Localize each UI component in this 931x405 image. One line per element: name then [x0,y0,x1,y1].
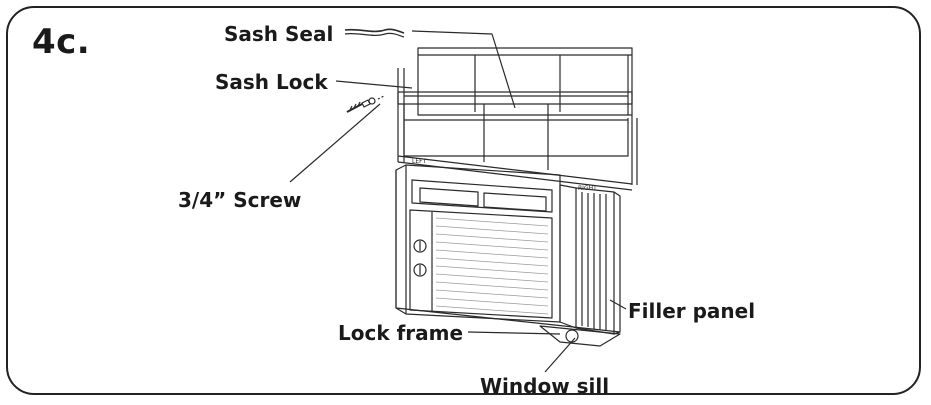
leader-sash-seal [411,30,516,109]
label-screw: 3/4” Screw [178,188,302,212]
screw-icon [346,95,385,113]
leader-window-sill [544,337,576,373]
lower-sash [403,104,629,170]
sash-seal-strip [344,28,405,34]
left-window-frame [397,68,405,162]
sash-seal-strip-edge [344,32,405,38]
top-rail [397,155,633,191]
label-sash-lock: Sash Lock [215,70,328,94]
label-lock-frame: Lock frame [338,321,464,345]
leader-screw [289,103,381,183]
front-grille [435,217,549,315]
upper-window-sash [417,47,633,116]
leader-sash-lock [335,80,413,89]
label-window-sill: Window sill [480,374,610,398]
lock-frame-bottom [395,307,621,333]
label-filler-panel: Filler panel [628,299,756,323]
step-label: 4c. [32,22,91,62]
figure-frame [6,6,921,395]
side-mark-left: LEFT [412,158,426,165]
air-conditioner-unit [395,164,561,323]
right-window-frame [631,115,638,185]
sill-bracket-icon [565,329,579,343]
label-sash-seal: Sash Seal [224,22,334,46]
leader-lock-frame [467,331,561,335]
leader-lines [289,30,627,373]
leader-filler-panel [609,299,627,310]
side-mark-right: RIGHT [578,185,597,192]
filler-panel [559,184,621,335]
window-sill-shape [539,325,621,347]
sash-lock-bar [397,91,633,105]
